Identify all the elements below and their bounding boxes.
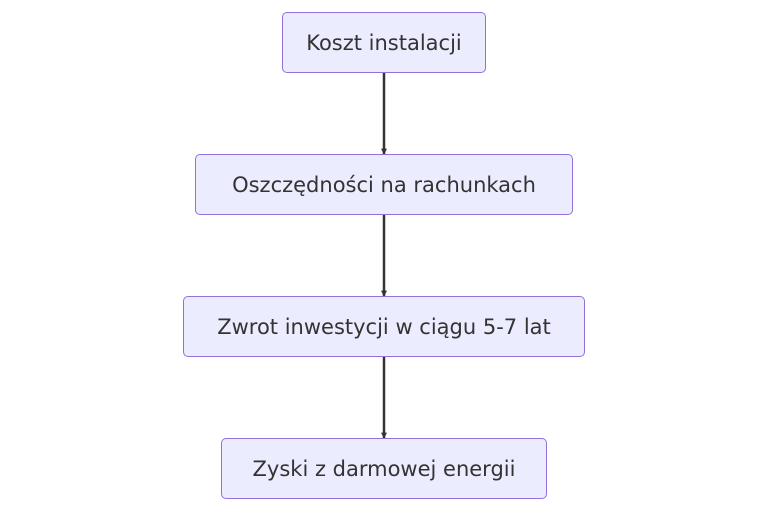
node-label: Oszczędności na rachunkach [232, 172, 536, 197]
node-label: Zyski z darmowej energii [252, 456, 516, 481]
node-zwrot-inwestycji: Zwrot inwestycji w ciągu 5-7 lat [183, 296, 585, 357]
node-oszczednosci: Oszczędności na rachunkach [195, 154, 573, 215]
node-label: Zwrot inwestycji w ciągu 5-7 lat [217, 314, 551, 339]
node-label: Koszt instalacji [306, 30, 462, 55]
node-zyski: Zyski z darmowej energii [221, 438, 547, 499]
node-koszt-instalacji: Koszt instalacji [282, 12, 486, 73]
